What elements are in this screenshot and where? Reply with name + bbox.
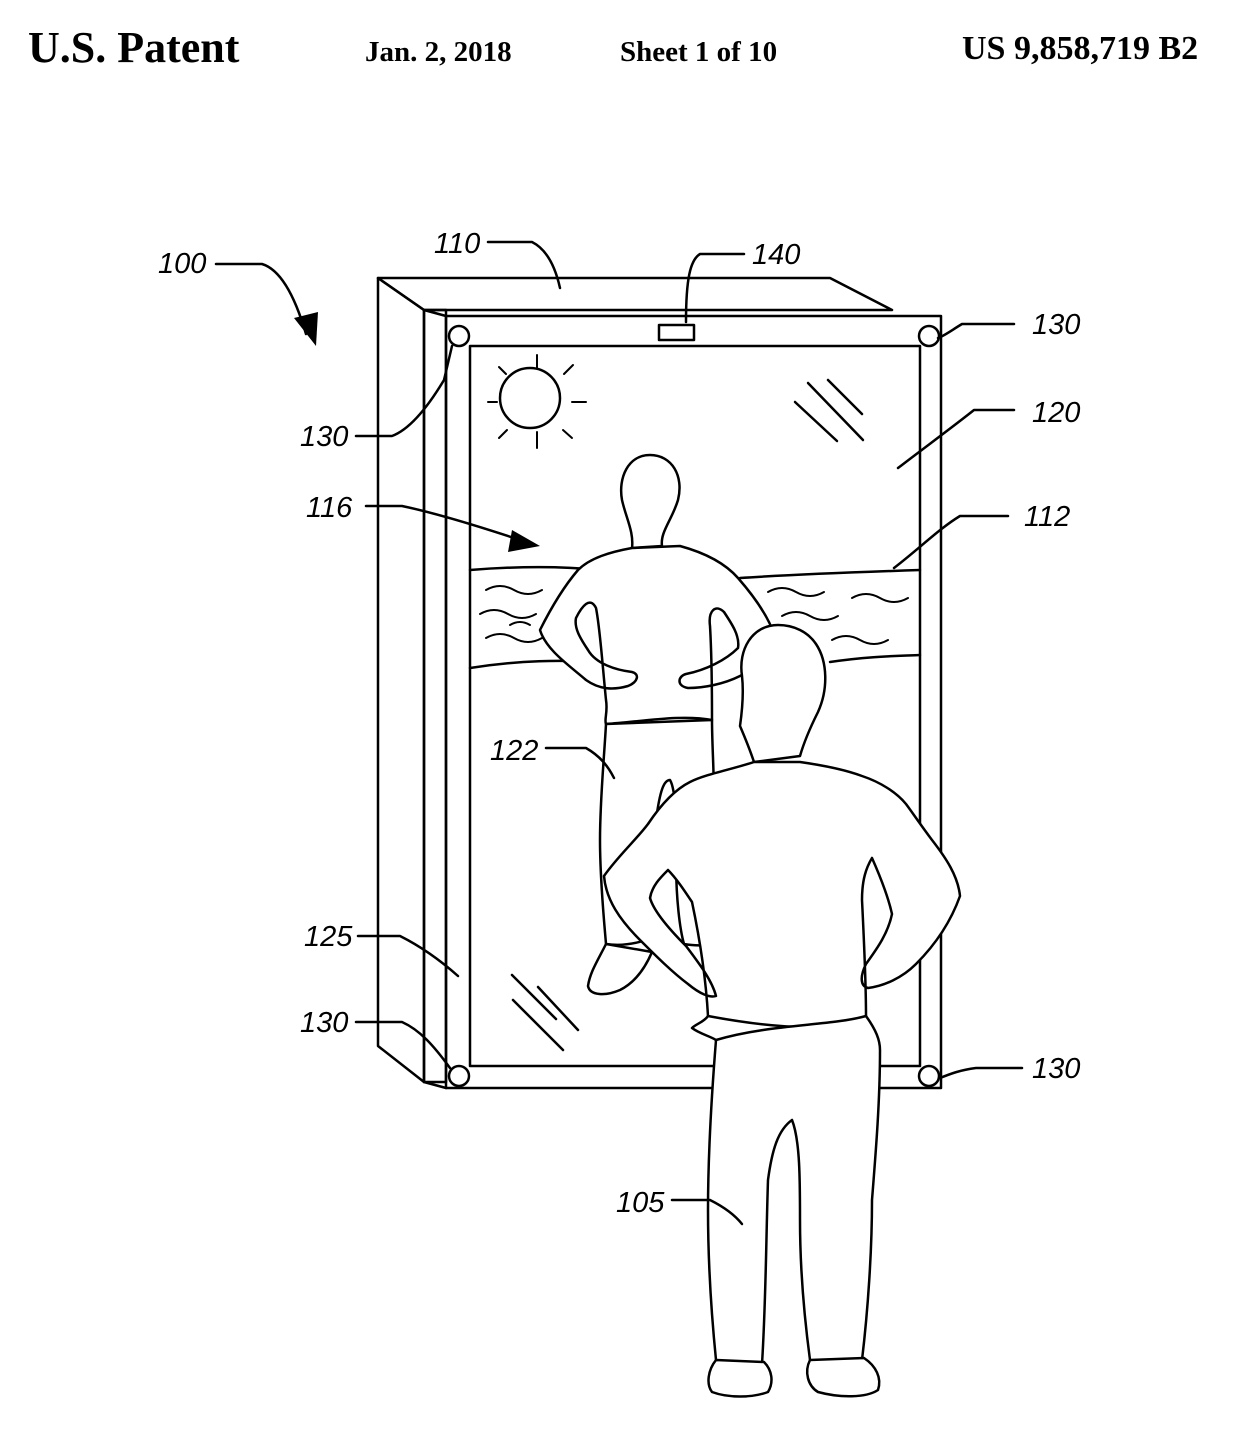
header-date: Jan. 2, 2018 [365,36,512,68]
label-130-bottom-left: 130 [300,1007,348,1039]
sensor [657,323,696,342]
label-140: 140 [752,239,800,271]
sheet-header: U.S. Patent Jan. 2, 2018 Sheet 1 of 10 U… [0,0,1254,100]
arrowhead-100 [294,312,318,346]
label-130-top-left: 130 [300,421,348,453]
label-125: 125 [304,921,353,953]
header-title: U.S. Patent [28,23,240,72]
mirror-housing [376,276,943,1090]
light-top-right [917,324,941,348]
label-130-top-right: 130 [1032,309,1080,341]
label-112: 112 [1024,501,1070,533]
light-top-left [447,324,471,348]
reference-numerals: 100 110 140 130 130 120 116 112 122 125 … [158,228,1080,1219]
label-116: 116 [306,492,353,524]
label-122: 122 [490,735,538,767]
header-patent-number: US 9,858,719 B2 [962,30,1199,67]
sun-icon [487,354,587,449]
header-sheet-number: Sheet 1 of 10 [620,36,778,68]
leader-lines [214,240,1024,1226]
light-bottom-left [447,1064,471,1088]
glare-marks-bottom [510,973,580,1052]
light-bottom-right [917,1064,941,1088]
label-130-bottom-right: 130 [1032,1053,1080,1085]
corner-lights [447,324,941,1088]
ocean-scene [468,565,922,670]
glare-marks-top [793,378,865,443]
label-120: 120 [1032,397,1080,429]
user-figure [602,623,962,1398]
arrowhead-116 [508,530,540,552]
label-110: 110 [434,228,480,260]
label-100: 100 [158,248,206,280]
display-panel [468,344,922,1068]
label-105: 105 [616,1187,665,1219]
